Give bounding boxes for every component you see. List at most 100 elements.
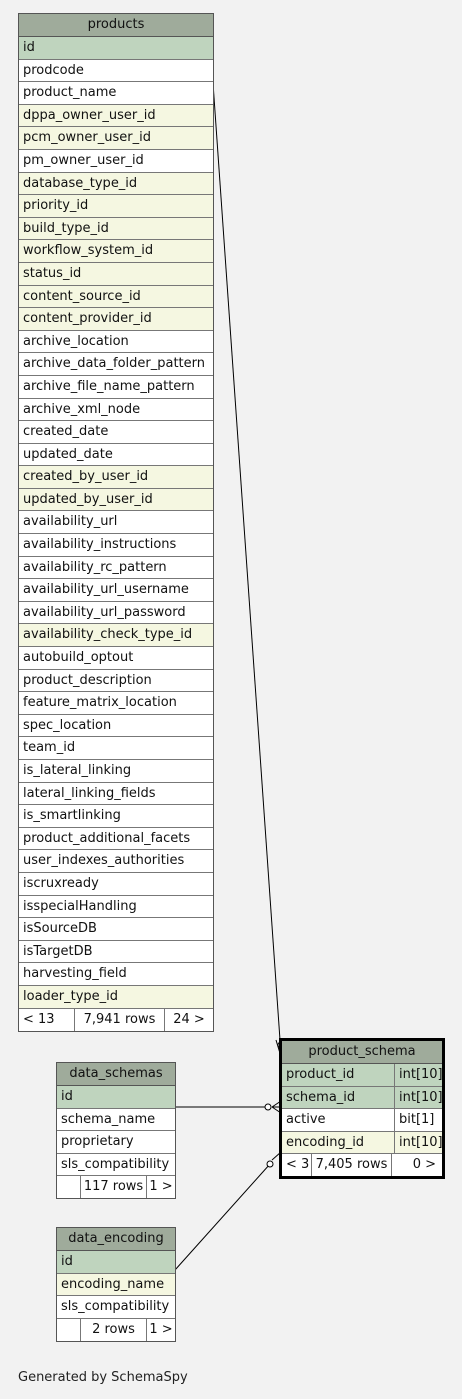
- data-encoding-table[interactable]: data_encoding id encoding_name sls_compati…: [56, 1227, 176, 1342]
- column-name: isspecialHandling: [23, 898, 137, 914]
- products-column-row[interactable]: priority_id: [19, 195, 213, 218]
- products-column-row[interactable]: product_name: [19, 82, 213, 105]
- products-column-row[interactable]: archive_location: [19, 330, 213, 354]
- data-schemas-column-row[interactable]: schema_name: [57, 1108, 175, 1132]
- data-schemas-link-optional-marker: [264, 1103, 272, 1111]
- column-name: lateral_linking_fields: [23, 785, 156, 801]
- data-schemas-table-header[interactable]: data_schemas: [57, 1063, 175, 1086]
- products-column-row[interactable]: created_by_user_id: [19, 466, 213, 489]
- data-encoding-column-row[interactable]: sls_compatibility: [57, 1296, 175, 1319]
- data-encoding-link-optional-marker: [266, 1160, 274, 1168]
- column-name: product_description: [23, 672, 152, 688]
- column-name: proprietary: [61, 1134, 134, 1150]
- data-schemas-footer: 117 rows 1 >: [57, 1176, 175, 1199]
- products-column-row[interactable]: iscruxready: [19, 872, 213, 896]
- products-column-row[interactable]: database_type_id: [19, 172, 213, 196]
- products-column-row[interactable]: harvesting_field: [19, 963, 213, 986]
- column-name: availability_check_type_id: [23, 627, 193, 643]
- products-column-row[interactable]: updated_date: [19, 443, 213, 467]
- data-encoding-column-row[interactable]: encoding_name: [57, 1273, 175, 1297]
- products-column-row[interactable]: loader_type_id: [19, 985, 213, 1009]
- column-name: database_type_id: [23, 175, 138, 191]
- products-row-count: 7,941 rows: [75, 1008, 165, 1031]
- products-column-row[interactable]: availability_instructions: [19, 534, 213, 557]
- products-column-row[interactable]: pm_owner_user_id: [19, 149, 213, 173]
- products-column-row[interactable]: lateral_linking_fields: [19, 782, 213, 806]
- column-name: updated_date: [23, 446, 113, 462]
- products-children-link[interactable]: 24 >: [173, 1011, 205, 1027]
- products-column-row[interactable]: updated_by_user_id: [19, 488, 213, 512]
- products-table-header[interactable]: products: [19, 14, 213, 37]
- data-schemas-column-row[interactable]: proprietary: [57, 1131, 175, 1154]
- product-schema-table-header[interactable]: product_schema: [282, 1041, 442, 1064]
- products-column-row[interactable]: isspecialHandling: [19, 895, 213, 919]
- products-column-row[interactable]: is_lateral_linking: [19, 760, 213, 783]
- products-column-row[interactable]: availability_url_username: [19, 579, 213, 602]
- product-schema-parents-link[interactable]: < 3: [282, 1154, 312, 1177]
- column-name: isSourceDB: [23, 921, 97, 937]
- products-column-row[interactable]: pcm_owner_user_id: [19, 127, 213, 150]
- products-column-row[interactable]: team_id: [19, 737, 213, 760]
- products-column-row[interactable]: spec_location: [19, 714, 213, 738]
- products-parents-link[interactable]: < 13: [19, 1008, 75, 1031]
- products-column-row[interactable]: archive_xml_node: [19, 398, 213, 422]
- products-column-row[interactable]: feature_matrix_location: [19, 692, 213, 715]
- column-name: iscruxready: [23, 875, 99, 891]
- data-encoding-table-header[interactable]: data_encoding: [57, 1228, 175, 1251]
- column-name: harvesting_field: [23, 966, 127, 982]
- column-name: is_lateral_linking: [23, 763, 132, 778]
- column-name: spec_location: [23, 717, 112, 733]
- products-column-row[interactable]: dppa_owner_user_id: [19, 104, 213, 128]
- products-column-row[interactable]: archive_data_folder_pattern: [19, 353, 213, 376]
- column-type: int[10]: [394, 1131, 442, 1154]
- data-schemas-column-row[interactable]: sls_compatibility: [57, 1153, 175, 1177]
- products-column-row[interactable]: created_date: [19, 421, 213, 444]
- data-schemas-parents-link: [57, 1176, 81, 1199]
- products-column-row[interactable]: is_smartlinking: [19, 805, 213, 828]
- products-to-product-schema-link: [212, 82, 281, 1041]
- products-column-row[interactable]: build_type_id: [19, 217, 213, 241]
- column-name: encoding_name: [61, 1276, 165, 1292]
- column-name: prodcode: [23, 62, 84, 78]
- products-column-row[interactable]: availability_url_password: [19, 601, 213, 625]
- products-column-row[interactable]: id: [19, 37, 213, 60]
- product-schema-children-link[interactable]: 0 >: [412, 1157, 436, 1173]
- column-type: int[10]: [394, 1064, 442, 1086]
- data-encoding-to-product-schema-link: [174, 1163, 271, 1271]
- products-column-row[interactable]: content_provider_id: [19, 308, 213, 331]
- products-column-row[interactable]: workflow_system_id: [19, 240, 213, 263]
- products-column-row[interactable]: isTargetDB: [19, 940, 213, 964]
- data-encoding-parents-link: [57, 1318, 81, 1341]
- products-column-row[interactable]: product_description: [19, 669, 213, 693]
- column-name: archive_file_name_pattern: [23, 378, 195, 394]
- products-column-row[interactable]: status_id: [19, 262, 213, 286]
- data-schemas-column-row[interactable]: id: [57, 1086, 175, 1109]
- products-column-row[interactable]: user_indexes_authorities: [19, 850, 213, 873]
- data-encoding-columns: id encoding_name sls_compatibility: [57, 1251, 175, 1319]
- data-schemas-children-link[interactable]: 1 >: [149, 1179, 173, 1195]
- column-name: feature_matrix_location: [23, 695, 177, 711]
- products-column-row[interactable]: product_additional_facets: [19, 827, 213, 851]
- products-column-row[interactable]: availability_check_type_id: [19, 624, 213, 648]
- product-schema-footer: < 3 7,405 rows 0 >: [282, 1154, 442, 1177]
- products-column-row[interactable]: archive_file_name_pattern: [19, 375, 213, 399]
- products-column-row[interactable]: availability_rc_pattern: [19, 556, 213, 580]
- products-column-row[interactable]: prodcode: [19, 59, 213, 83]
- column-type: bit[1]: [394, 1109, 442, 1131]
- products-column-row[interactable]: availability_url: [19, 511, 213, 535]
- data-encoding-column-row[interactable]: id: [57, 1251, 175, 1274]
- data-encoding-children-link[interactable]: 1 >: [149, 1321, 173, 1337]
- column-name: isTargetDB: [23, 943, 93, 959]
- products-column-row[interactable]: content_source_id: [19, 285, 213, 309]
- products-column-row[interactable]: autobuild_optout: [19, 647, 213, 670]
- column-name: loader_type_id: [23, 988, 119, 1004]
- products-column-row[interactable]: isSourceDB: [19, 918, 213, 941]
